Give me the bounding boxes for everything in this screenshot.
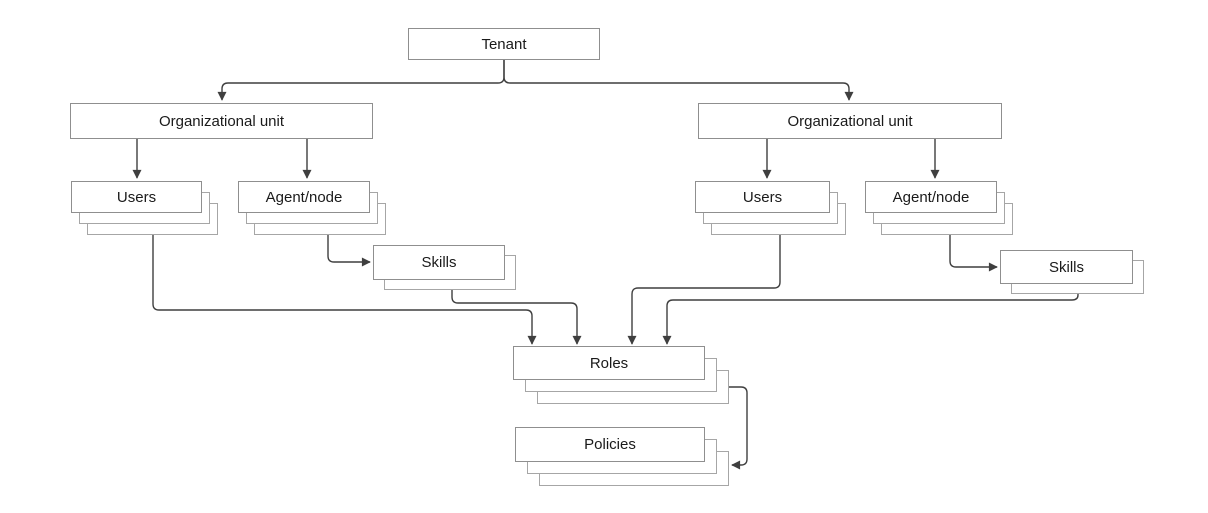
node-agent-node-left-label: Agent/node — [238, 181, 370, 213]
node-skills-left-label: Skills — [373, 245, 505, 280]
edge-agent-left-skills-left — [327, 235, 371, 267]
node-users-left: Users — [71, 181, 218, 235]
node-users-left-label: Users — [71, 181, 202, 213]
edge-users-right-roles — [627, 235, 781, 345]
node-roles: Roles — [513, 346, 729, 404]
edge-tenant-org-right — [503, 60, 854, 101]
edge-tenant-org-left — [217, 60, 505, 101]
node-agent-node-right-label: Agent/node — [865, 181, 997, 213]
node-skills-right: Skills — [1000, 250, 1144, 294]
edge-skills-right-roles — [662, 294, 1079, 345]
node-org-unit-right-label: Organizational unit — [698, 103, 1002, 139]
node-tenant: Tenant — [408, 28, 600, 60]
node-org-unit-left: Organizational unit — [70, 103, 373, 139]
node-org-unit-left-label: Organizational unit — [70, 103, 373, 139]
node-users-right: Users — [695, 181, 846, 235]
node-skills-right-label: Skills — [1000, 250, 1133, 284]
node-roles-label: Roles — [513, 346, 705, 380]
edge-users-left-roles — [152, 235, 537, 345]
node-agent-node-right: Agent/node — [865, 181, 1013, 235]
node-agent-node-left: Agent/node — [238, 181, 386, 235]
node-policies: Policies — [515, 427, 729, 486]
node-org-unit-right: Organizational unit — [698, 103, 1002, 139]
edge-agent-right-skills-right — [949, 235, 998, 272]
node-users-right-label: Users — [695, 181, 830, 213]
edge-roles-policies — [729, 386, 748, 470]
node-skills-left: Skills — [373, 245, 516, 290]
node-policies-label: Policies — [515, 427, 705, 462]
node-tenant-label: Tenant — [408, 28, 600, 60]
edge-skills-left-roles — [451, 290, 582, 345]
